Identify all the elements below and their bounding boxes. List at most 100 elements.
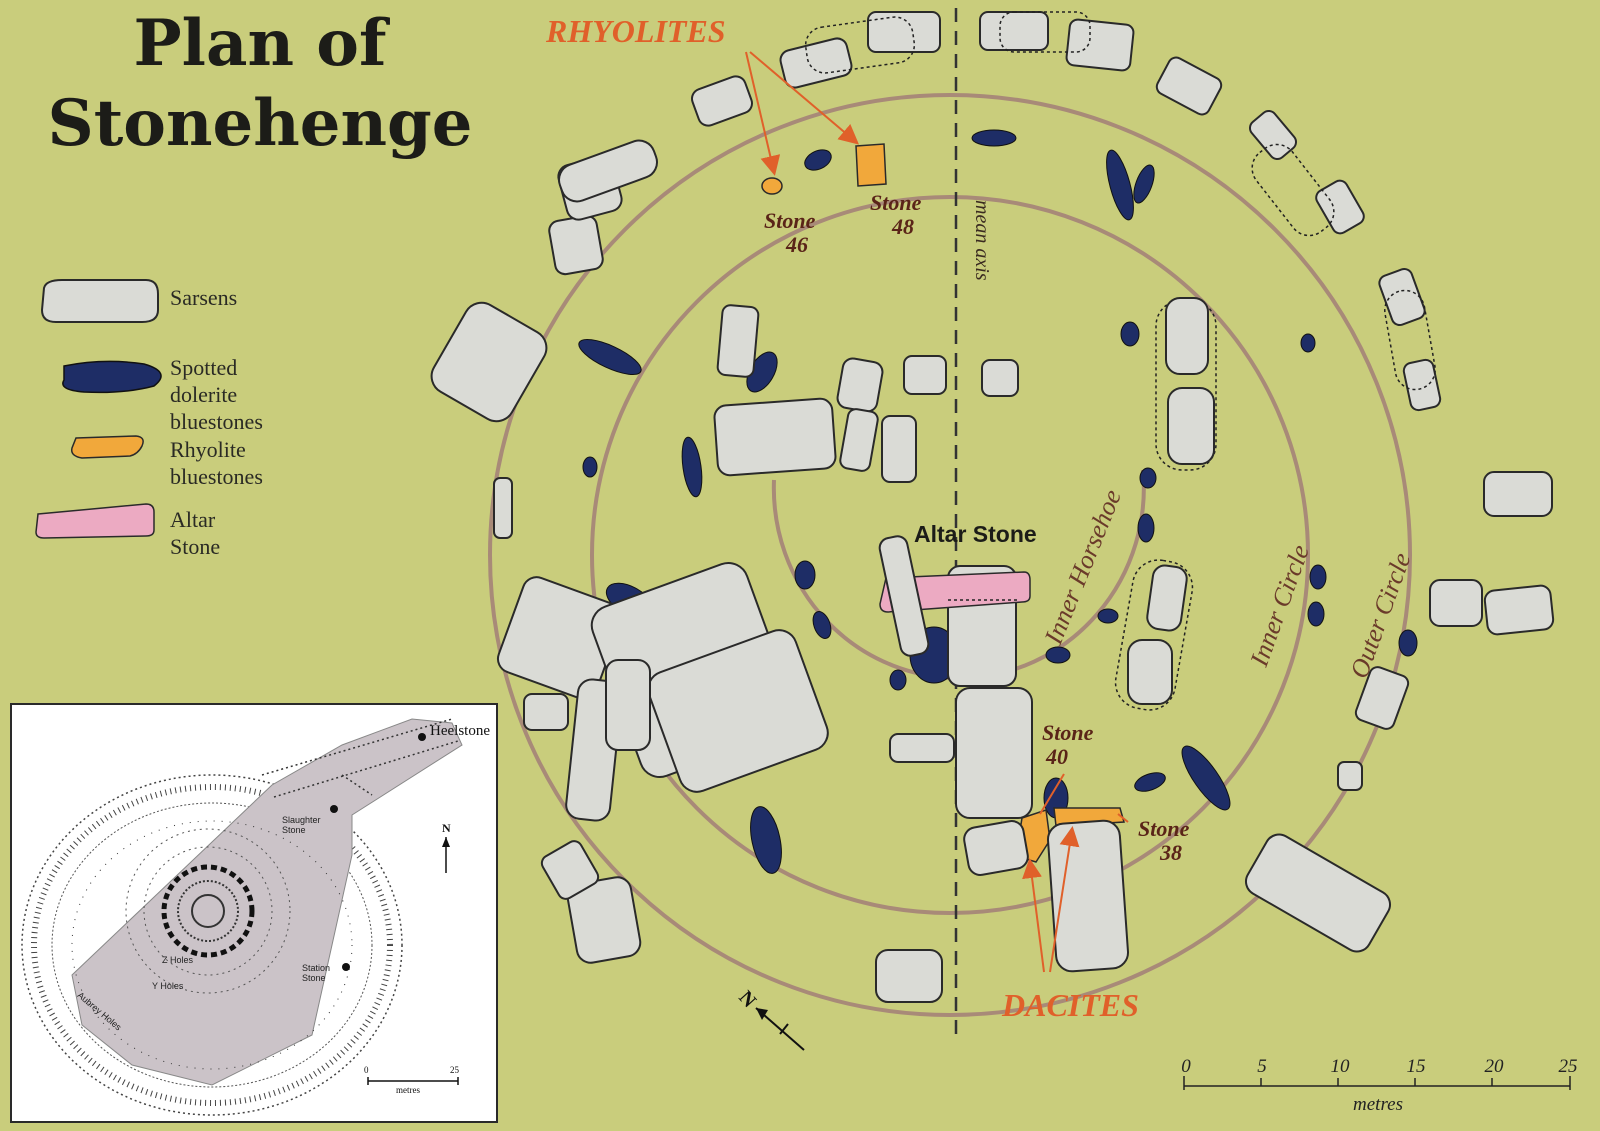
inset-station-stone-label: Station Stone (302, 963, 331, 983)
dolerite-stone (582, 456, 598, 478)
buried-outline (1155, 299, 1217, 471)
sarsen-stone (867, 11, 941, 53)
sarsen-stone (1315, 179, 1365, 235)
sarsen-stone (1337, 761, 1363, 791)
sarsen-stone (1165, 297, 1209, 375)
rhyolite-stone-48 (855, 143, 887, 187)
legend-label-rhyolite: Rhyolite bluestones (170, 437, 263, 489)
buried-outline (1114, 559, 1194, 711)
scale-tick-label: 0 (1181, 1056, 1191, 1077)
inset-z-holes-label: Z Holes (162, 955, 194, 965)
stone46-label-line1: Stone (764, 208, 816, 233)
sarsen-stone (881, 415, 917, 483)
dolerite-stone (1134, 772, 1166, 792)
sarsen-stone (979, 11, 1049, 51)
rhyolite-arrow (745, 51, 781, 176)
sarsen-stone (1354, 666, 1410, 730)
inner-horseshoe-label: Inner Horsehoe (1038, 485, 1127, 649)
legend-item-rhyolite: Rhyolite bluestones (34, 430, 263, 490)
dolerite-stone (1398, 629, 1418, 657)
sarsen-stone (836, 357, 884, 413)
sarsen-stone (981, 359, 1019, 397)
stone48-label-line2: 48 (891, 214, 914, 239)
sarsen-stone (713, 397, 837, 477)
rhyolite-swatch-icon (70, 435, 144, 459)
dolerite-stone (1137, 513, 1155, 543)
sarsen-stone (1127, 639, 1173, 705)
sarsen-stone (540, 840, 600, 900)
map-title: Plan of Stonehenge (40, 4, 480, 164)
inset-scale-tick-label: 0 (364, 1065, 369, 1075)
stone38-pointer (1117, 813, 1129, 823)
dolerite-swatch-icon (62, 360, 162, 394)
altar-stone-label: Altar Stone (914, 521, 1037, 547)
sarsen-stone (558, 139, 658, 203)
dolerite-stone (804, 149, 832, 171)
sarsen-stone (1483, 471, 1553, 517)
stone40-label-line2: 40 (1045, 744, 1068, 769)
dolerite-stone (1300, 333, 1316, 353)
stone40-label-line1: Stone (1042, 720, 1094, 745)
inset-scale-tick-label: 25 (450, 1065, 459, 1075)
dacites-label: DACITES (1001, 987, 1139, 1023)
sarsen-stone (605, 659, 651, 751)
scale-tick-label: 5 (1257, 1056, 1267, 1077)
sarsen-stone (493, 477, 513, 539)
dolerite-bluestones (578, 129, 1418, 874)
dolerite-stone (794, 560, 816, 590)
outer-circle-ring (488, 93, 1412, 1017)
sarsen-stone (839, 408, 879, 472)
inset-north-label: N (442, 821, 451, 835)
inset-map-svg (21, 718, 463, 1116)
map-title-line2: Stonehenge (47, 86, 473, 161)
scale-tick-label: 25 (1559, 1056, 1578, 1077)
dolerite-stone (1133, 164, 1155, 204)
stone48-label-line1: Stone (870, 190, 922, 215)
sarsen-stone (548, 214, 604, 276)
dolerite-stone (812, 611, 832, 639)
stone46-label-line2: 46 (785, 232, 808, 257)
buried-outline (999, 11, 1091, 53)
dolerite-stone (1309, 564, 1327, 590)
buried-outline (1384, 289, 1436, 391)
stone38-label-line1: Stone (1138, 816, 1190, 841)
sarsen-stone (523, 693, 569, 731)
buried-outline (804, 16, 916, 74)
dacite-arrow (1022, 858, 1045, 973)
sarsen-stone (963, 820, 1029, 876)
sarsen-stone (955, 687, 1033, 819)
inner-circle-ring (590, 195, 1310, 915)
legend-label-dolerite: Spotted dolerite bluestones (170, 355, 263, 434)
buried-outline (1251, 143, 1335, 237)
legend-label-sarsens: Sarsens (170, 285, 238, 310)
inset-heelstone-label: Heelstone (430, 723, 490, 739)
sarsen-swatch-icon (40, 279, 159, 323)
sarsen-stone (430, 301, 548, 423)
dolerite-stone (1139, 467, 1157, 489)
sarsen-stone (903, 355, 947, 395)
buried-stone-outlines (804, 11, 1436, 711)
dolerite-stone (1106, 149, 1134, 221)
sarsen-stone (1047, 819, 1129, 973)
scale-tick-label: 10 (1331, 1056, 1351, 1077)
stone40-pointer (1039, 773, 1065, 815)
dolerite-stone (1045, 646, 1071, 664)
dolerite-stone (971, 129, 1017, 147)
outer-sarsens (430, 11, 1555, 1003)
legend-label-altar: Altar Stone (170, 507, 221, 559)
sarsen-stone (1402, 358, 1442, 412)
legend-item-altar: Altar Stone (34, 500, 220, 560)
dolerite-stone (1307, 601, 1325, 627)
annotation-arrows (745, 51, 1129, 973)
sarsen-stone (691, 75, 753, 127)
sarsen-stone (1155, 56, 1223, 116)
dolerite-stone (1120, 321, 1140, 347)
sarsen-stone (1429, 579, 1483, 627)
rhyolite-arrow (749, 51, 860, 145)
dolerite-stone (578, 339, 642, 375)
north-arrow-icon: N (734, 987, 805, 1051)
legend-item-dolerite: Spotted dolerite bluestones (34, 355, 263, 434)
inner-sarsens (496, 297, 1215, 973)
